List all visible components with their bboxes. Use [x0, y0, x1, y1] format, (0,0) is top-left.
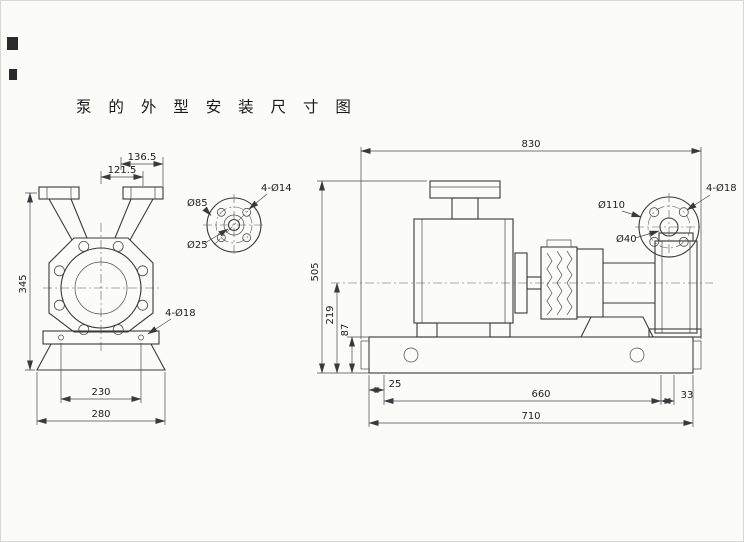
- flange-bolt-holes: [216, 207, 252, 243]
- motor-body: [413, 218, 514, 324]
- label-flange-bore: Ø25: [187, 239, 208, 251]
- label-flange-holes: 4-Ø18: [706, 182, 737, 194]
- leader-flange-holes: [686, 194, 711, 211]
- pipe-necks: [48, 198, 154, 241]
- label-flange-holes: 4-Ø14: [261, 182, 292, 194]
- dim-830: 830: [521, 139, 540, 150]
- bedplate: [368, 336, 694, 374]
- leader-flange-holes: [248, 193, 268, 210]
- centerlines: [43, 223, 159, 351]
- cover-bolts: [54, 240, 149, 336]
- leader-flange-bore: [634, 230, 660, 239]
- pedestal: [36, 343, 166, 371]
- ext-lines-830: [360, 147, 702, 339]
- bedplate-right-lug: [692, 340, 702, 370]
- ext-lines-230: [60, 343, 142, 403]
- terminal-box-stem: [451, 197, 479, 220]
- coupling-hatch: [566, 250, 573, 316]
- bearing-tube: [603, 262, 655, 304]
- label-base-holes: 4-Ø18: [165, 307, 196, 319]
- foot-plate-hole: [138, 334, 144, 341]
- motor-foot-right: [489, 322, 511, 338]
- discharge-flange: [122, 186, 164, 200]
- label-flange-od: Ø85: [187, 197, 208, 209]
- dim-219: 219: [325, 305, 336, 324]
- suction-flange: [38, 186, 80, 200]
- motor-end-caps: [421, 219, 506, 323]
- dim-25: 25: [389, 379, 402, 390]
- label-flange-bore: Ø40: [616, 233, 637, 245]
- pump-flange-bolt-holes: [649, 207, 689, 247]
- scan-artifact: [7, 37, 18, 50]
- dim-33: 33: [681, 390, 694, 401]
- cover-inner-circle: [74, 261, 128, 315]
- flange-centerlines: [203, 194, 265, 256]
- cover-outer-circle: [60, 247, 142, 329]
- pump-casing-lines: [661, 241, 691, 333]
- bedplate-left-lug: [360, 340, 370, 370]
- leader-base-holes: [147, 318, 172, 335]
- flange-detail-view: Ø85 Ø25 4-Ø14: [187, 182, 292, 256]
- ext-lines-505: [317, 180, 427, 374]
- dim-230: 230: [91, 387, 110, 398]
- dim-136: 136.5: [128, 152, 157, 163]
- dim-345: 345: [18, 274, 29, 293]
- terminal-box-cap: [429, 180, 501, 199]
- bedplate-hole: [403, 347, 419, 363]
- pump-casing-octagon: [48, 237, 154, 333]
- suction-flange-bolt-marks: [46, 187, 72, 199]
- dim-660: 660: [531, 389, 550, 400]
- pump-front-view: 345 136.5 121.5 4-Ø18 230 280: [18, 152, 196, 425]
- scan-artifact: [9, 69, 17, 80]
- bearing-housing: [576, 248, 604, 318]
- dim-505: 505: [310, 262, 321, 281]
- leader-flange-bore: [204, 228, 229, 244]
- dim-121: 121.5: [108, 165, 137, 176]
- pump-unit-side-view: Ø110 Ø40 4-Ø18 830 505 219 87 25 660 33 …: [310, 139, 737, 427]
- ext-lines-280: [36, 372, 166, 425]
- foot-plate-hole: [58, 334, 64, 341]
- dim-87: 87: [340, 324, 351, 337]
- bracket-pedestal: [580, 316, 654, 338]
- pump-casing: [654, 240, 698, 334]
- pump-flange-centerlines: [635, 193, 703, 261]
- label-flange-od: Ø110: [598, 199, 625, 211]
- drawing-title: 泵 的 外 型 安 装 尺 寸 图: [76, 98, 357, 116]
- leader-flange-od: [202, 206, 212, 216]
- discharge-flange-bolt-marks: [130, 187, 156, 199]
- dim-280: 280: [91, 409, 110, 420]
- leader-flange-od: [621, 210, 642, 218]
- motor-foot-left: [416, 322, 438, 338]
- coupling-hatch: [546, 252, 553, 316]
- bedplate-hole: [629, 347, 645, 363]
- dim-710: 710: [521, 411, 540, 422]
- coupling-hatch: [556, 250, 563, 316]
- coupling-top-step: [546, 239, 572, 248]
